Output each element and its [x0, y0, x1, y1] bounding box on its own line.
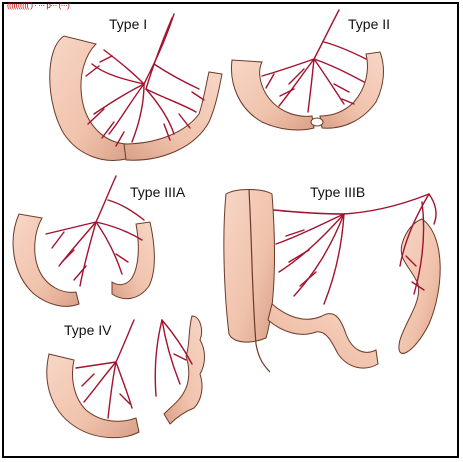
- label-type-3a: Type IIIA: [130, 184, 186, 200]
- label-type-1: Type I: [109, 16, 148, 32]
- type-3a-bowel-right: [111, 221, 155, 300]
- panel-type-3a: [12, 175, 155, 307]
- type-3b-stomach: [398, 218, 441, 354]
- type-3a-vessels: [45, 175, 145, 287]
- panel-type-4: [46, 315, 205, 439]
- label-type-2: Type II: [348, 16, 391, 32]
- panel-type-1: [49, 13, 223, 161]
- type-4-small-bowel-segments: [163, 315, 205, 425]
- type-1-bowel-loop: [123, 71, 223, 161]
- type-3b-colon: [223, 189, 275, 343]
- panel-type-2: [230, 9, 384, 131]
- type-3a-bowel-left: [12, 213, 80, 307]
- type-2-vessels: [261, 9, 367, 113]
- type-3b-vessels: [273, 193, 437, 305]
- type-4-bowel-left: [46, 353, 140, 439]
- type-1-bowel-left: [49, 35, 130, 161]
- caption-fragment: (((((((((( ) · ··· p··· (···): [7, 1, 70, 10]
- type-2-narrow-junction: [310, 117, 324, 127]
- type-1-vessels: [85, 13, 205, 147]
- type-4-vessels: [75, 319, 193, 419]
- label-type-4: Type IV: [64, 322, 112, 338]
- panel-type-3b: [223, 189, 441, 373]
- type-2-bowel-right: [319, 51, 384, 129]
- type-3b-sigmoid: [267, 303, 379, 369]
- label-type-3b: Type IIIB: [310, 184, 366, 200]
- vascular-types-illustration: [12, 9, 441, 439]
- figure-frame: (((((((((( ) · ··· p··· (···): [2, 1, 459, 458]
- type-3b-colon-taenia: [248, 189, 271, 373]
